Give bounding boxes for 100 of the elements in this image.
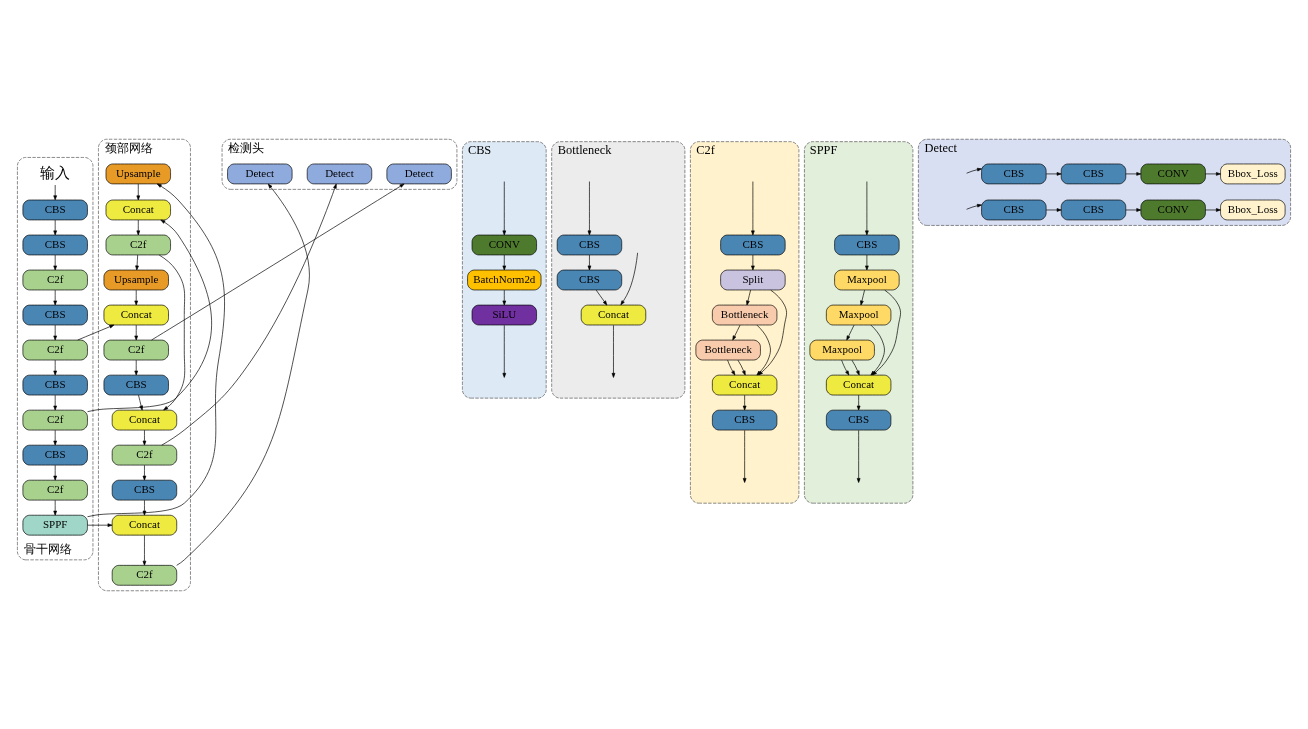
arrow — [77, 324, 115, 340]
node-box: Upsample — [105, 163, 171, 184]
arrow — [135, 254, 139, 270]
arrow — [587, 180, 592, 235]
node-box: C2f — [111, 444, 178, 465]
arrow — [1125, 207, 1142, 212]
node-box: CBS — [556, 234, 623, 255]
arrow — [1205, 171, 1221, 176]
arrow — [53, 499, 57, 515]
arrow — [751, 180, 755, 235]
node-box: CBS — [22, 444, 88, 465]
arrow — [751, 254, 755, 270]
arrow — [53, 464, 57, 480]
arrow — [502, 180, 507, 235]
node-box: Concat — [826, 374, 892, 395]
arrow — [142, 499, 147, 515]
node-box: Detect — [306, 163, 373, 184]
node-box: Concat — [111, 409, 178, 430]
arrow — [138, 394, 143, 410]
node-box: CBS — [981, 163, 1047, 184]
node-box: Maxpool — [834, 269, 900, 290]
node-box: Maxpool — [826, 304, 892, 325]
node-box: Concat — [712, 374, 778, 395]
arrow — [860, 289, 865, 305]
node-box: Concat — [580, 304, 647, 325]
node-box: Bottleneck — [712, 304, 778, 325]
arrow — [737, 359, 746, 375]
node-box: C2f — [103, 339, 169, 360]
arrow — [134, 289, 138, 305]
node-box: Concat — [111, 514, 178, 535]
node-box: Bbox_Loss — [1220, 163, 1286, 184]
arrow — [846, 324, 855, 340]
arrow — [742, 429, 747, 483]
arrow — [865, 180, 869, 235]
arrow — [53, 184, 57, 200]
arrow — [966, 203, 982, 210]
node-box: Detect — [386, 163, 452, 184]
arrow — [502, 254, 507, 270]
node-box: Split — [720, 269, 786, 290]
node-box: Bbox_Loss — [1220, 199, 1286, 220]
arrow — [53, 289, 57, 305]
arrow — [746, 289, 751, 305]
node-box: Concat — [105, 199, 171, 220]
arrow — [1045, 207, 1062, 212]
arrow — [136, 183, 141, 200]
arrow — [53, 359, 57, 375]
node-box: Maxpool — [809, 339, 875, 360]
node-box: SPPF — [22, 514, 88, 535]
node-box: C2f — [22, 269, 88, 290]
node-box: CBS — [826, 409, 892, 430]
node-box: Concat — [103, 304, 169, 325]
node-box: CBS — [1060, 163, 1127, 184]
arrow — [502, 324, 507, 378]
node-box: BatchNorm2d — [467, 269, 542, 290]
arrow — [742, 394, 747, 410]
node-box: C2f — [22, 339, 88, 360]
arrow — [142, 534, 147, 566]
arrow — [1205, 207, 1221, 212]
node-box: CBS — [111, 479, 178, 500]
node-box: CBS — [720, 234, 786, 255]
node-box: CBS — [981, 199, 1047, 220]
node-box: CONV — [1140, 163, 1206, 184]
arrow — [53, 219, 57, 235]
arrow — [161, 183, 337, 445]
arrow — [134, 359, 138, 375]
arrow — [856, 429, 861, 483]
arrow — [732, 324, 741, 340]
node-box: CONV — [471, 234, 537, 255]
node-box: CBS — [1060, 199, 1127, 220]
node-box: Detect — [227, 163, 293, 184]
arrow — [53, 394, 57, 410]
arrow — [595, 289, 608, 305]
node-text: 输入 — [40, 164, 71, 181]
arrow — [611, 324, 616, 378]
arrow — [53, 254, 57, 270]
arrow — [856, 394, 861, 410]
node-box: CBS — [22, 374, 88, 395]
arrow — [1125, 171, 1142, 176]
arrow — [176, 183, 310, 566]
arrow — [502, 289, 507, 305]
node-box: CBS — [103, 374, 169, 395]
node-box: CBS — [22, 199, 88, 220]
node-box: CBS — [556, 269, 623, 290]
node-box: CBS — [712, 409, 778, 430]
arrow — [966, 167, 982, 174]
arrow — [620, 251, 638, 305]
node-box: C2f — [111, 564, 178, 586]
arrow — [865, 254, 869, 270]
arrow — [53, 429, 57, 445]
arrow — [142, 429, 147, 445]
node-box: C2f — [105, 234, 171, 255]
node-box: CBS — [834, 234, 900, 255]
node-box: C2f — [22, 479, 88, 500]
node-box: CBS — [22, 304, 88, 325]
arrow — [87, 183, 225, 517]
arrow — [142, 464, 147, 480]
arrow — [136, 219, 141, 235]
arrow — [53, 324, 57, 340]
node-box: Upsample — [103, 269, 169, 290]
arrow — [134, 324, 138, 340]
